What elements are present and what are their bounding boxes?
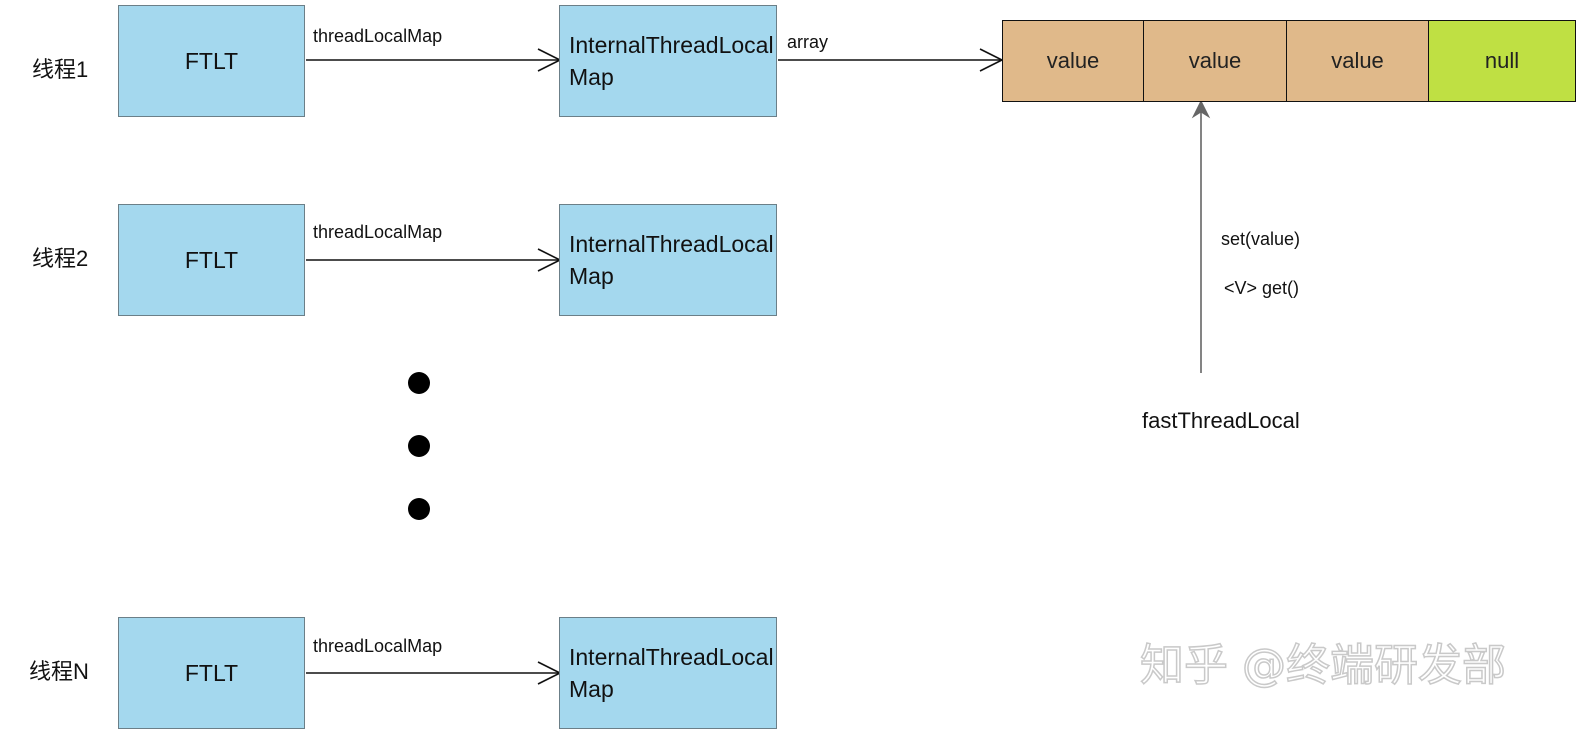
thread-1-ftlt-to-map-arrowhead xyxy=(537,48,562,72)
thread-n-ftlt-box: FTLT xyxy=(118,617,305,729)
thread-1-label: 线程1 xyxy=(32,57,89,82)
array-cell-null: null xyxy=(1429,21,1575,101)
map-to-array-arrowhead xyxy=(979,48,1004,72)
watermark: 知乎 @终端研发部 xyxy=(1139,640,1507,691)
thread-1-map-box: InternalThreadLocalMap xyxy=(559,5,777,117)
thread-2-edge-label: threadLocalMap xyxy=(313,222,443,242)
thread-2-map-box: InternalThreadLocalMap xyxy=(559,204,777,316)
array-cell-value: value xyxy=(1144,21,1287,101)
value-array: value value value null xyxy=(1002,20,1576,102)
array-cell-value: value xyxy=(1287,21,1429,101)
thread-n-map-box: InternalThreadLocalMap xyxy=(559,617,777,729)
thread-n-label: 线程N xyxy=(29,659,89,684)
array-edge-label: array xyxy=(787,32,829,52)
thread-1-ftlt-box: FTLT xyxy=(118,5,305,117)
ellipsis-dot xyxy=(408,498,430,520)
thread-n-connectors xyxy=(306,661,562,685)
fast-thread-local-up-arrowhead xyxy=(1191,99,1211,119)
thread-1-edge-label: threadLocalMap xyxy=(313,26,443,46)
thread-2-label: 线程2 xyxy=(32,246,89,271)
fast-thread-local-connector xyxy=(1191,99,1211,373)
thread-n-ftlt-to-map-arrowhead xyxy=(537,661,562,685)
thread-2-ftlt-to-map-arrowhead xyxy=(537,248,562,272)
ellipsis-dot xyxy=(408,435,430,457)
set-method-label: set(value) xyxy=(1221,229,1301,249)
get-method-label: <V> get() xyxy=(1224,278,1300,298)
thread-n-edge-label: threadLocalMap xyxy=(313,636,443,656)
array-cell-value: value xyxy=(1003,21,1144,101)
thread-2-ftlt-box: FTLT xyxy=(118,204,305,316)
ellipsis-dot xyxy=(408,372,430,394)
thread-2-connectors xyxy=(306,248,562,272)
fast-thread-local-label: fastThreadLocal xyxy=(1142,408,1300,433)
